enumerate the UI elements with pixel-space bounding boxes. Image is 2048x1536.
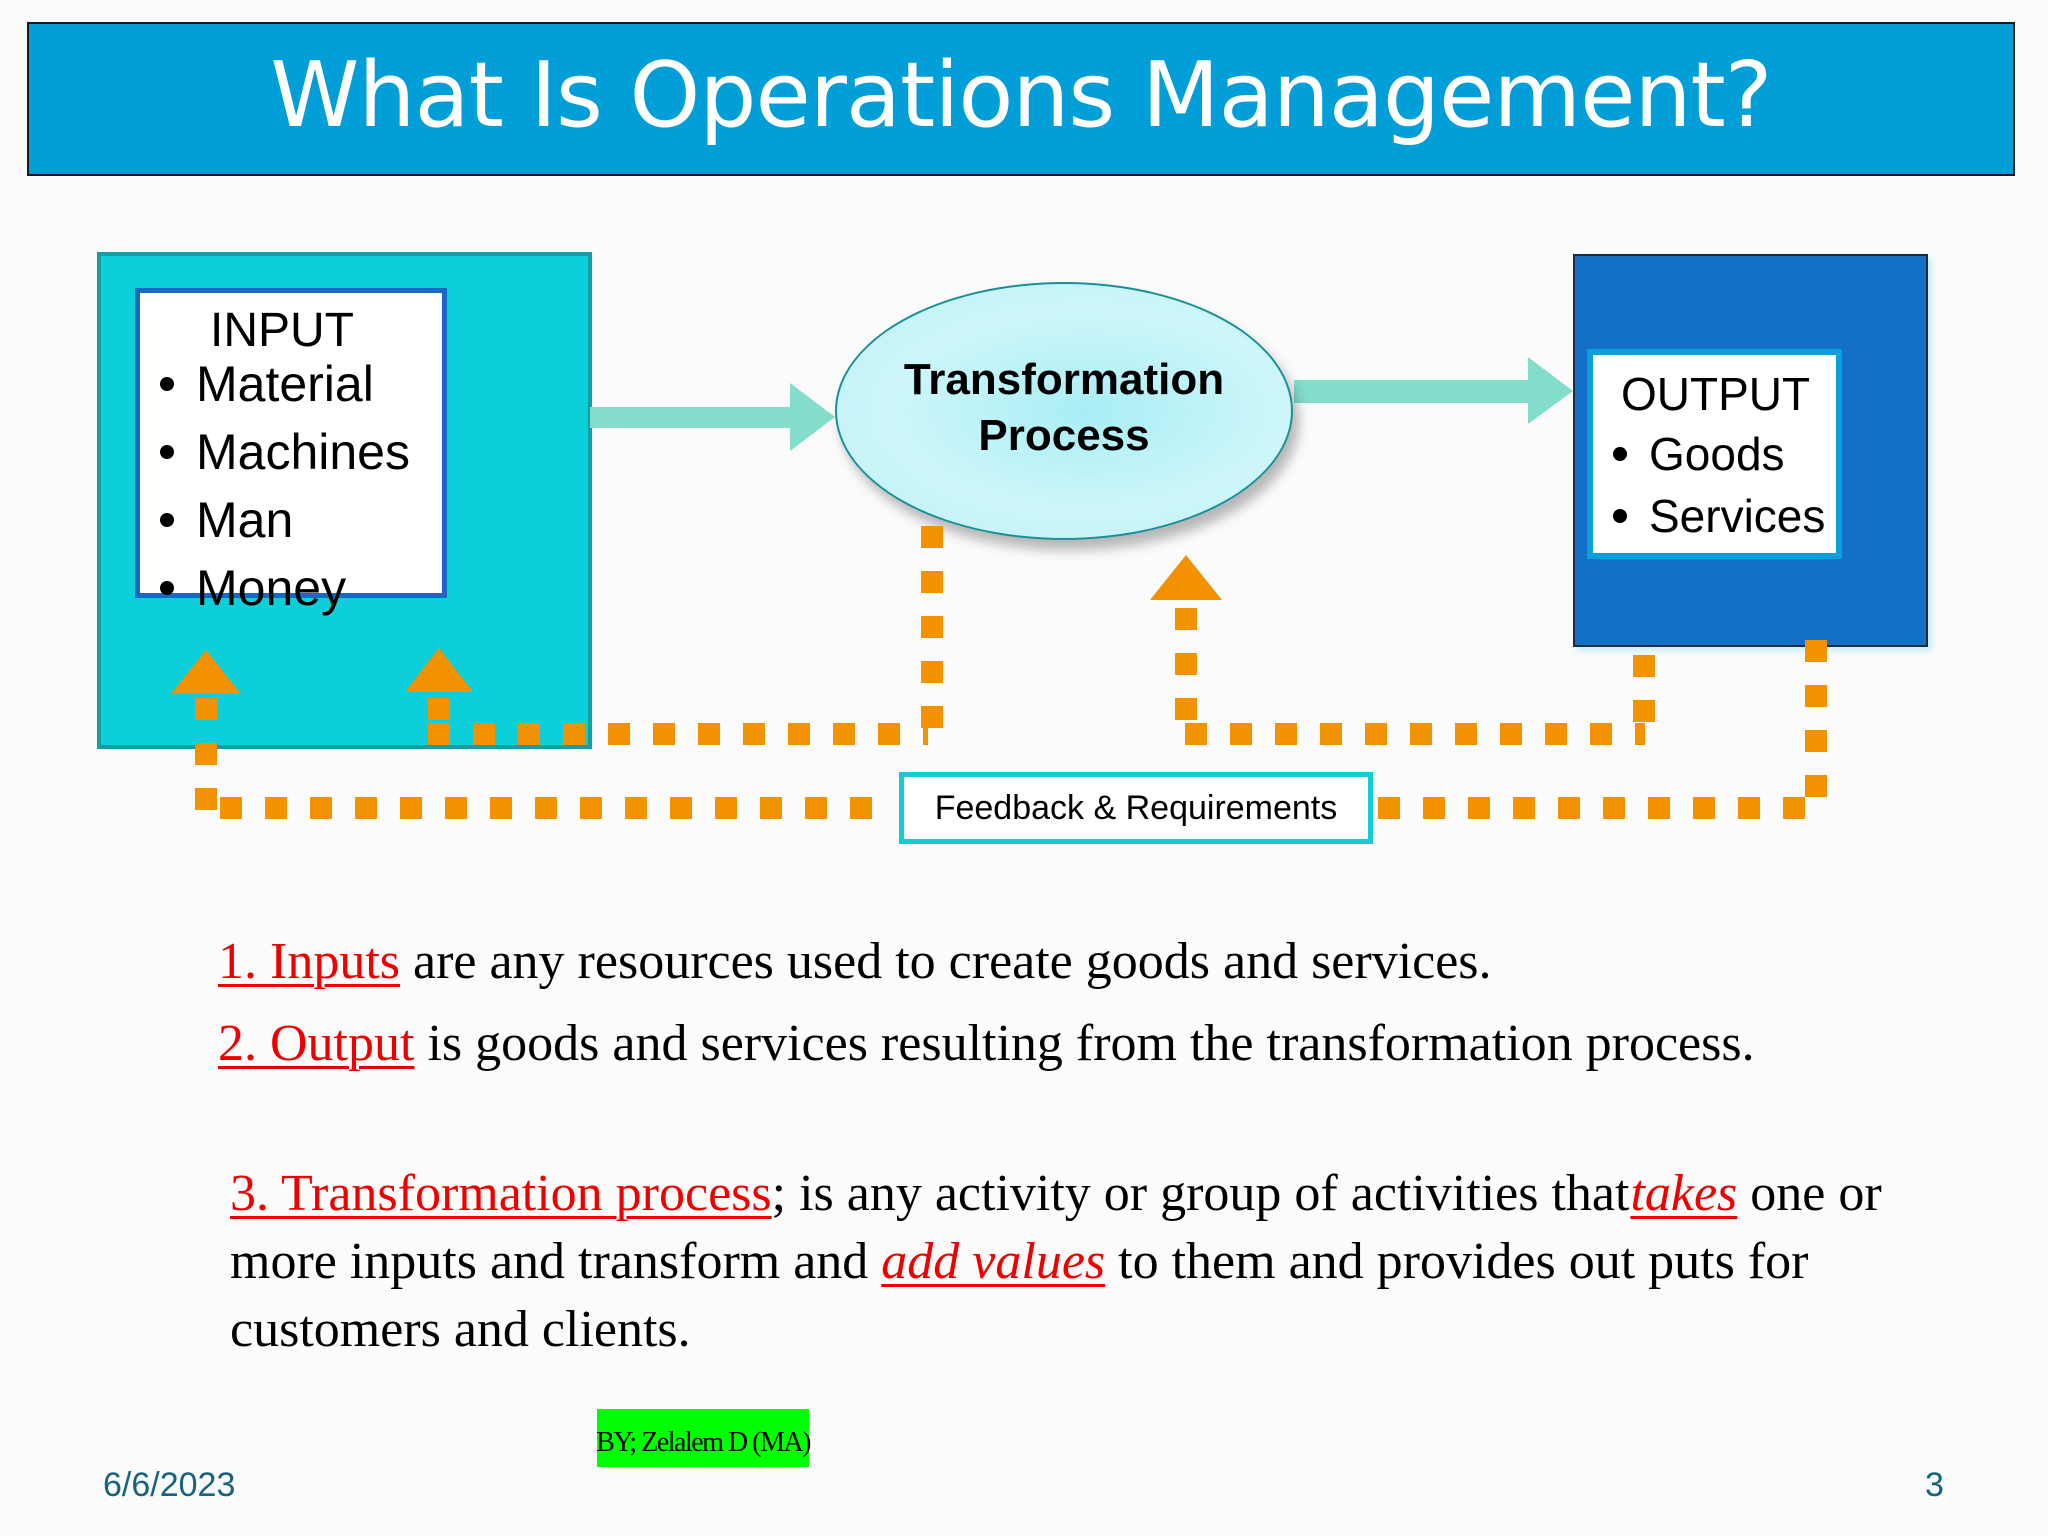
arrow-right-icon	[590, 383, 835, 451]
input-item-label: Money	[196, 560, 347, 616]
dotted-line	[1378, 797, 1828, 819]
dotted-line	[195, 698, 217, 818]
bullet-icon	[160, 377, 174, 391]
input-heading: INPUT	[210, 304, 354, 357]
input-item-label: Man	[196, 492, 294, 548]
dotted-line	[1185, 723, 1645, 745]
input-item: Material	[160, 355, 374, 413]
term-inputs: 1. Inputs	[218, 933, 400, 990]
dotted-line	[1805, 640, 1827, 810]
output-box: OUTPUT Goods Services	[1587, 349, 1842, 559]
emphasis-add-values: add values	[881, 1233, 1106, 1290]
feedback-arrowheads	[171, 555, 1222, 694]
feedback-label: Feedback & Requirements	[934, 788, 1338, 827]
slide-number: 3	[1925, 1466, 1944, 1504]
output-item: Goods	[1613, 427, 1785, 481]
transformation-process-node: Transformation Process	[835, 282, 1293, 540]
flow-arrows	[590, 357, 1573, 451]
author-badge: BY; Zelalem D (MA)	[596, 1409, 811, 1467]
input-item-label: Material	[196, 356, 374, 412]
arrow-up-icon	[405, 648, 473, 692]
definition-inputs: 1. Inputs are any resources used to crea…	[218, 928, 1918, 996]
output-heading: OUTPUT	[1621, 368, 1811, 420]
term-transformation: 3. Transformation process	[230, 1165, 772, 1222]
dotted-line	[921, 526, 943, 738]
bullet-icon	[1613, 509, 1627, 523]
emphasis-takes: takes	[1630, 1165, 1738, 1222]
dotted-line	[428, 723, 928, 745]
dotted-line	[220, 797, 895, 819]
definition-text: one or more inputs and transform and	[230, 1165, 1882, 1290]
feedback-requirements-box: Feedback & Requirements	[899, 772, 1373, 844]
arrow-up-icon	[1150, 555, 1222, 600]
input-item: Machines	[160, 423, 410, 481]
output-item-label: Services	[1649, 490, 1826, 542]
slide-date: 6/6/2023	[103, 1466, 236, 1504]
definition-text: to them and provides out puts for custom…	[230, 1233, 1809, 1358]
input-item-label: Machines	[196, 424, 410, 480]
arrow-up-icon	[171, 650, 241, 694]
definition-text: is goods and services resulting from the…	[414, 1015, 1755, 1072]
process-label-line2: Process	[978, 411, 1150, 460]
dotted-line	[428, 698, 450, 728]
definition-text: ; is any activity or group of activities…	[771, 1165, 1643, 1222]
input-box: INPUT Material Machines Man Money	[135, 288, 447, 616]
definition-output: 2. Output is goods and services resultin…	[218, 1010, 1858, 1078]
input-item: Man	[160, 491, 293, 549]
author-label: BY; Zelalem D (MA)	[596, 1427, 811, 1458]
slide-title: What Is Operations Management?	[270, 43, 1772, 148]
term-output: 2. Output	[218, 1015, 415, 1072]
bullet-icon	[160, 581, 174, 595]
definition-text: are any resources used to create goods a…	[400, 933, 1492, 990]
bullet-icon	[160, 445, 174, 459]
bullet-icon	[1613, 447, 1627, 461]
output-item-label: Goods	[1649, 428, 1785, 480]
dotted-line	[1175, 608, 1197, 734]
arrow-right-icon	[1294, 357, 1573, 424]
dotted-line	[1633, 655, 1655, 735]
definition-transformation: 3. Transformation process; is any activi…	[230, 1160, 1910, 1364]
process-label-line1: Transformation	[903, 355, 1225, 404]
input-item: Money	[160, 559, 346, 617]
bullet-icon	[160, 513, 174, 527]
output-item: Services	[1613, 489, 1825, 543]
slide-title-bar: What Is Operations Management?	[27, 22, 2015, 176]
